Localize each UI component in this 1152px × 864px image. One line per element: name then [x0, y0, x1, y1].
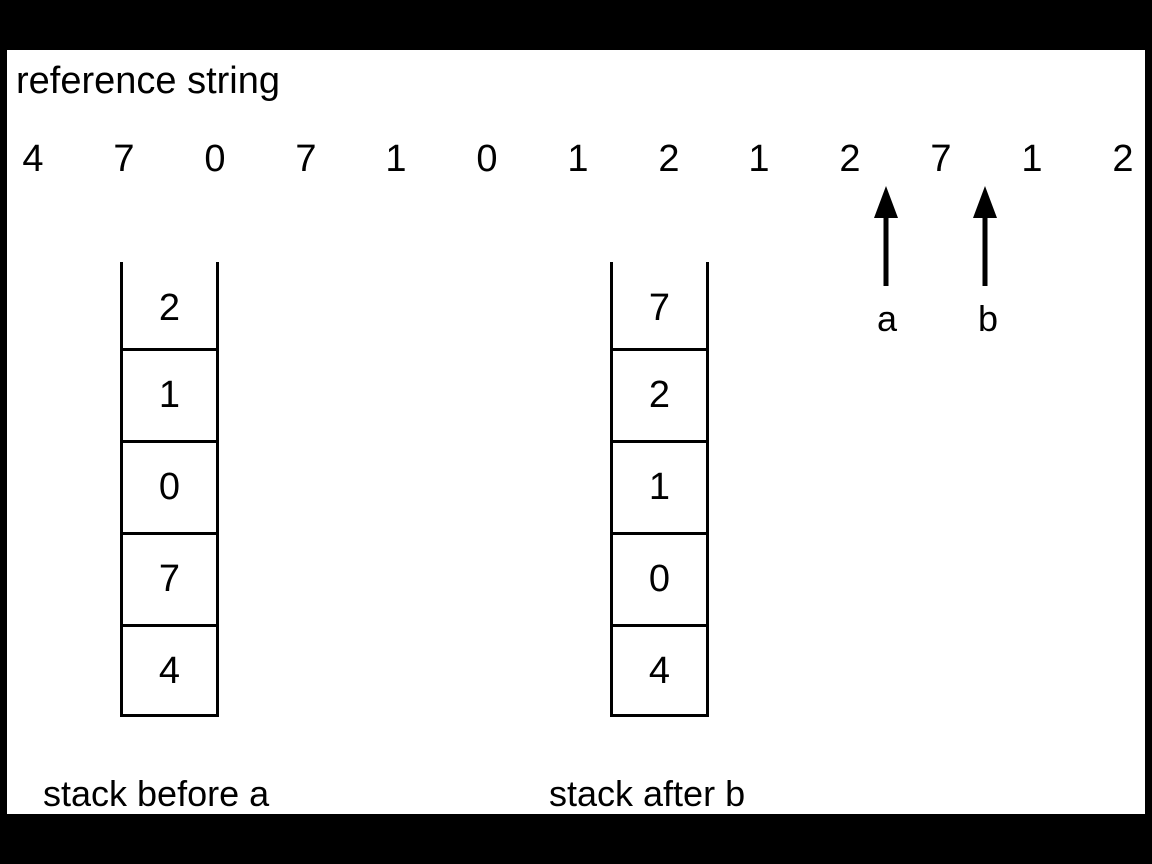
reference-item: 1	[385, 138, 407, 180]
arrow-label-b: b	[977, 298, 999, 339]
stack-cell: 0	[613, 532, 706, 624]
diagram-canvas: reference string 4 7 0 7 1 0 1 2 1 2 7 1…	[7, 50, 1145, 814]
stack-cell: 7	[648, 286, 671, 329]
arrow-b	[973, 186, 997, 286]
reference-item: 1	[1021, 138, 1043, 180]
reference-item: 0	[476, 138, 498, 180]
arrow-label-a: a	[876, 298, 898, 339]
stack-cell: 7	[123, 532, 216, 624]
stack-caption-after-b: stack after b	[549, 773, 746, 814]
reference-item: 4	[22, 138, 44, 180]
stack-cell: 0	[123, 440, 216, 532]
diagram-title: reference string	[16, 60, 281, 102]
reference-item: 7	[930, 138, 952, 180]
stack-cell: 4	[613, 624, 706, 716]
arrows-layer	[874, 186, 997, 286]
reference-item: 2	[839, 138, 861, 180]
stack-caption-before-a: stack before a	[43, 773, 270, 814]
stack-cell: 2	[158, 286, 181, 329]
stack-cell: 1	[613, 440, 706, 532]
stack-cell: 2	[613, 348, 706, 440]
stack-cell: 1	[123, 348, 216, 440]
stack-before-a: 2 1 0 7 4	[120, 262, 219, 717]
reference-item: 7	[113, 138, 135, 180]
arrow-a	[874, 186, 898, 286]
reference-item: 1	[748, 138, 770, 180]
reference-item: 7	[295, 138, 317, 180]
stack-cell: 4	[123, 624, 216, 716]
reference-item: 2	[1112, 138, 1134, 180]
stack-after-b: 7 2 1 0 4	[610, 262, 709, 717]
reference-item: 2	[658, 138, 680, 180]
reference-item: 0	[204, 138, 226, 180]
reference-item: 1	[567, 138, 589, 180]
